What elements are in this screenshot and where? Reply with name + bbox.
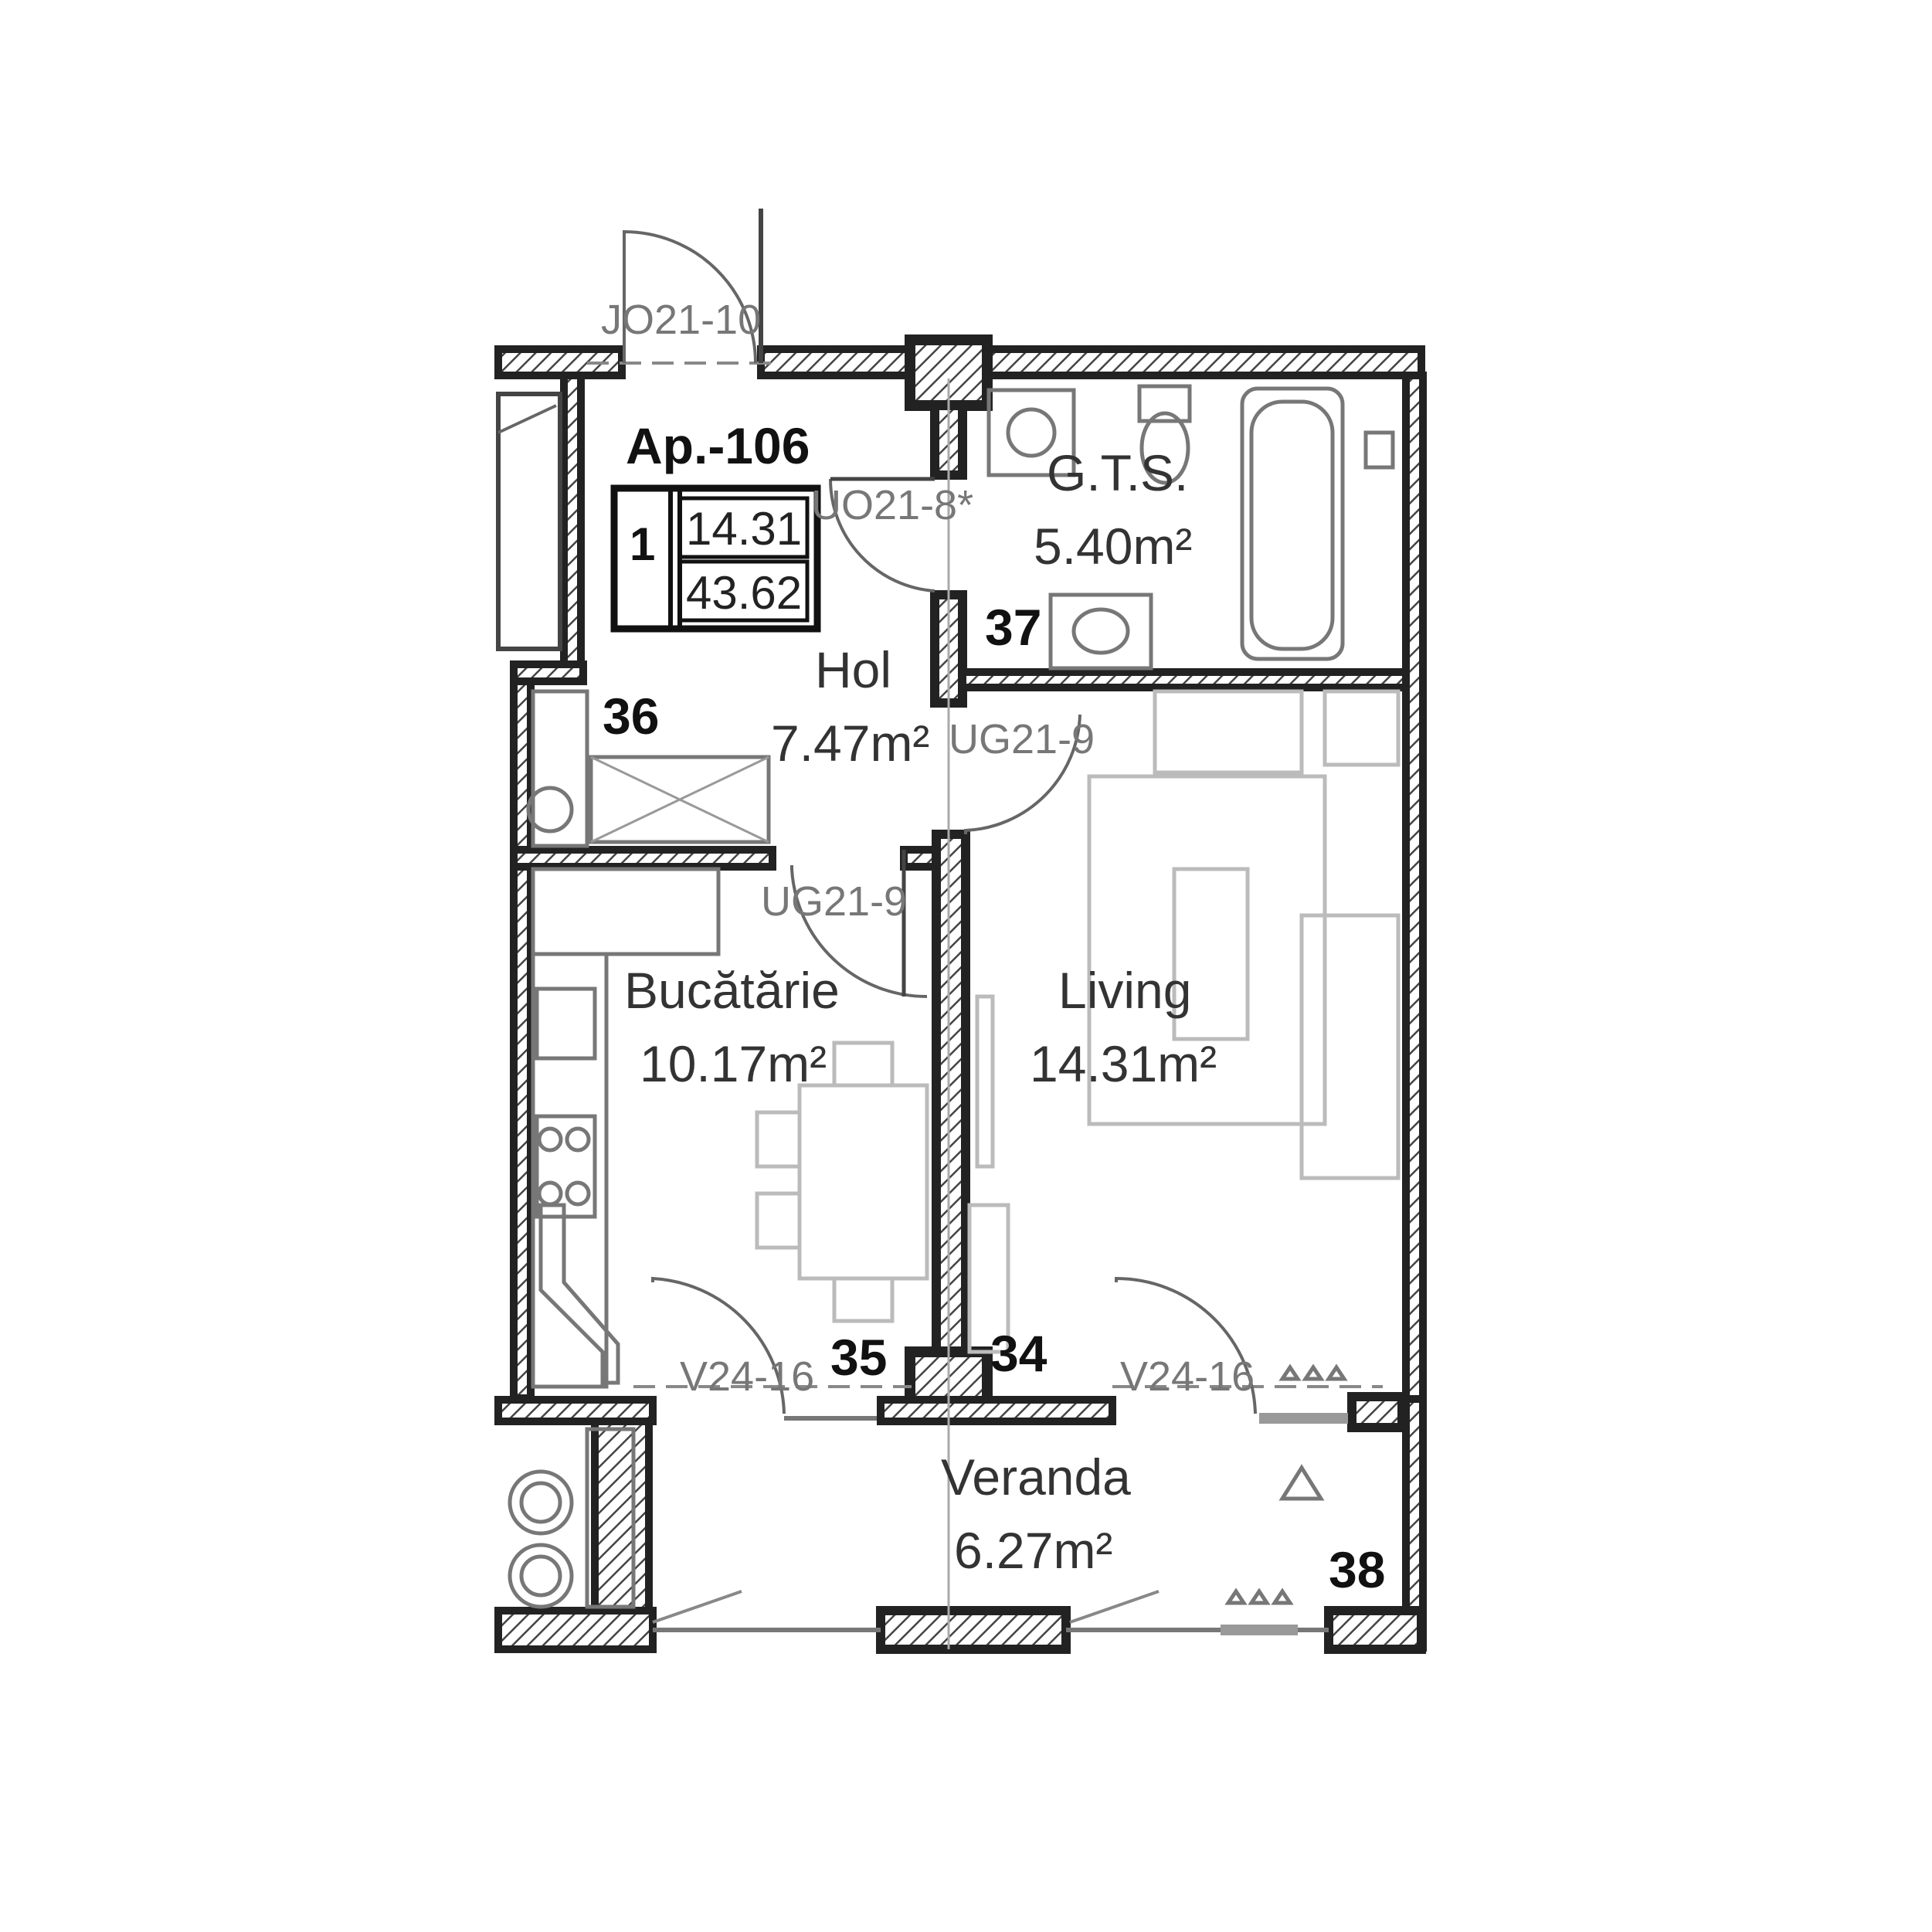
veranda-door-right-arc bbox=[1115, 1276, 1257, 1414]
fixtures bbox=[508, 384, 1401, 1609]
veranda-wall-mid bbox=[876, 1606, 1071, 1654]
speaker bbox=[1323, 689, 1401, 767]
room-labels: G.T.S. 5.40m² Hol 7.47m² Bucătărie 10.17… bbox=[624, 444, 1217, 1579]
sofa bbox=[1299, 913, 1401, 1180]
room-name-hall: Hol bbox=[815, 641, 891, 698]
bath-bottom-wall bbox=[959, 668, 1410, 691]
door-code-entrance: JO21-10 bbox=[601, 297, 761, 343]
door-code-kitchen: UG21-9 bbox=[761, 878, 907, 925]
apartment-label: Ap.-106 1 14.31 43.62 bbox=[610, 417, 821, 633]
door-code-living: UG21-9 bbox=[949, 716, 1095, 762]
total-area-value: 43.62 bbox=[686, 567, 802, 619]
room-name-bathroom: G.T.S. bbox=[1047, 444, 1188, 501]
boiler bbox=[526, 786, 574, 834]
kitchen-living-partition bbox=[932, 830, 970, 1364]
window-block-left bbox=[496, 392, 562, 651]
veranda-wall-side bbox=[591, 1418, 653, 1615]
kitchen-counter bbox=[531, 952, 609, 1389]
doors bbox=[623, 209, 1257, 1414]
shaft-vent bbox=[1363, 430, 1395, 470]
washing-machine bbox=[986, 388, 1076, 477]
kitchen-duct bbox=[538, 1203, 620, 1385]
sink bbox=[1048, 593, 1153, 671]
door-codes: JO21-10 UO21-8* UG21-9 UG21-9 V24-16 V24… bbox=[601, 297, 1255, 1400]
room-area-bathroom: 5.40m² bbox=[1034, 518, 1192, 575]
tv-unit bbox=[1153, 689, 1304, 775]
toilet bbox=[1137, 384, 1192, 423]
axis-number-38: 38 bbox=[1329, 1541, 1385, 1598]
axis-number-37: 37 bbox=[985, 599, 1041, 656]
living-door-arc bbox=[964, 714, 1081, 834]
room-name-living: Living bbox=[1058, 962, 1191, 1019]
door-code-bathroom: UO21-8* bbox=[811, 482, 973, 528]
apartment-title: Ap.-106 bbox=[626, 417, 810, 474]
room-area-veranda: 6.27m² bbox=[954, 1522, 1112, 1579]
door-code-veranda-right: V24-16 bbox=[1120, 1353, 1255, 1400]
walls bbox=[494, 334, 1427, 1654]
hall-cabinet bbox=[531, 689, 589, 848]
left-wall-upper bbox=[560, 372, 585, 681]
kitchen-top-wall-right bbox=[900, 846, 940, 871]
veranda-door-left-arc bbox=[651, 1276, 786, 1414]
ac-unit-2 bbox=[508, 1543, 574, 1609]
axis-number-34: 34 bbox=[990, 1325, 1047, 1382]
facade-wall-mid bbox=[877, 1396, 1116, 1425]
room-name-veranda: Veranda bbox=[941, 1448, 1131, 1506]
tv-panel bbox=[975, 994, 995, 1169]
right-wall bbox=[1402, 372, 1427, 1403]
veranda-wall-right bbox=[1324, 1606, 1426, 1654]
living-area-value: 14.31 bbox=[686, 503, 802, 555]
top-wall-mid bbox=[757, 345, 919, 379]
axis-number-35: 35 bbox=[830, 1329, 887, 1386]
vent-triangles-upper bbox=[1278, 1363, 1348, 1381]
bathroom-door-arc bbox=[828, 478, 935, 593]
dining-table bbox=[797, 1083, 929, 1281]
room-area-hall: 7.47m² bbox=[771, 715, 929, 772]
kitchen-upper-counter bbox=[531, 867, 721, 956]
coffee-table bbox=[1172, 867, 1250, 1041]
triangle-marker bbox=[1278, 1464, 1325, 1501]
hall-closet bbox=[589, 755, 771, 844]
rooms-count: 1 bbox=[630, 518, 655, 570]
axis-number-36: 36 bbox=[603, 688, 659, 745]
vent-triangles-lower bbox=[1224, 1587, 1294, 1605]
bathtub bbox=[1240, 386, 1345, 661]
axis-numbers: 34 35 36 37 38 bbox=[603, 599, 1385, 1598]
room-name-kitchen: Bucătărie bbox=[624, 962, 840, 1019]
rug bbox=[1087, 774, 1327, 1126]
room-area-kitchen: 10.17m² bbox=[640, 1035, 827, 1092]
top-wall-right bbox=[985, 345, 1425, 379]
facade-wall-right bbox=[1347, 1392, 1407, 1432]
kitchen-door-arc bbox=[790, 865, 928, 999]
left-wall bbox=[510, 668, 535, 1402]
kitchen-top-wall bbox=[510, 846, 776, 871]
left-wall-step bbox=[510, 660, 587, 685]
veranda-wall-left bbox=[494, 1607, 657, 1653]
radiator bbox=[967, 1203, 1010, 1354]
kitchen-sink bbox=[535, 986, 597, 1061]
room-area-living: 14.31m² bbox=[1030, 1035, 1217, 1092]
ac-unit-1 bbox=[508, 1469, 574, 1536]
entrance-door-arc bbox=[623, 229, 757, 364]
door-code-veranda-left: V24-16 bbox=[680, 1353, 814, 1400]
